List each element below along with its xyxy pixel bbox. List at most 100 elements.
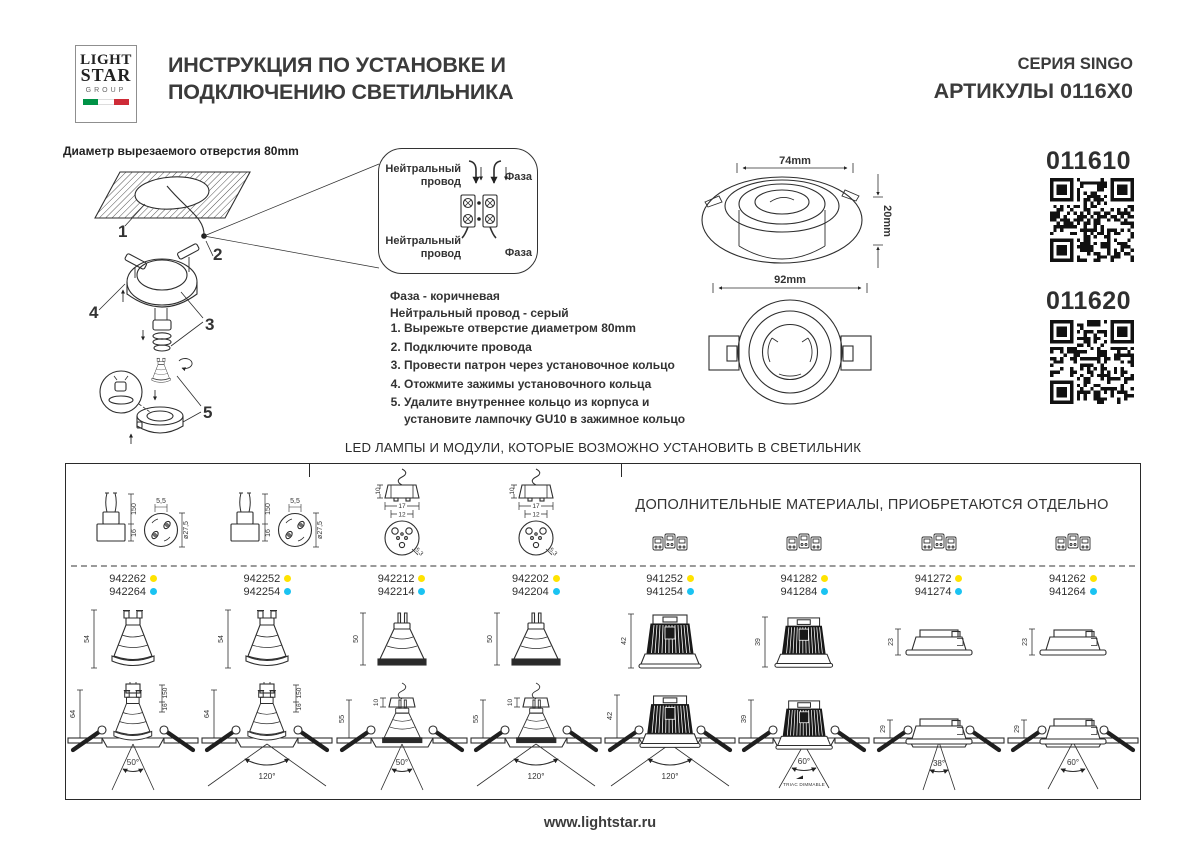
dim-label: 64 [202,710,211,718]
italian-flag-icon [83,99,129,105]
beam-angle-label: 60° [1067,758,1079,767]
lamp-column-7: 941272 941274 23 29 [872,464,1006,799]
lamp-drawing: 39 [755,616,834,668]
group-divider [621,464,622,477]
step-label-1: 1 [118,222,127,241]
article-pair: 942212 942214 [335,572,469,598]
article-pair: 942252 942254 [200,572,334,598]
dim-label: 50 [353,635,360,643]
lamp-article: 942212 [377,572,415,585]
series-block: СЕРИЯ SINGO АРТИКУЛЫ 0116X0 [934,55,1133,104]
dim-width-top: 74mm [779,155,811,167]
terminal-block-icon [460,194,498,239]
dim-label: 12 [532,512,540,519]
lamp-article: 942202 [512,572,549,585]
beam-angle-label: 60° [798,757,810,766]
dim-label: 10 [373,699,380,707]
wire-ends-icon [468,160,509,184]
lamp-article: 941282 [780,572,818,585]
step-label-4: 4 [89,303,99,322]
cyan-dot-icon [284,588,292,595]
yellow-dot-icon [149,575,157,582]
cyan-dot-icon [418,588,426,595]
dim-label: 23 [1022,638,1029,646]
cyan-dot-icon [552,588,560,595]
phase-label-bottom: Фаза [504,247,532,259]
dim-label: 64 [68,710,77,718]
installation-drawing: 150 16 64 120° [200,682,334,787]
article-pair: 941282 941284 [737,572,871,598]
page-title: ИНСТРУКЦИЯ ПО УСТАНОВКЕ И ПОДКЛЮЧЕНИЮ СВ… [168,52,514,106]
cyan-dot-icon [955,588,963,595]
connector-icon [786,533,822,551]
dim-label: 17 [398,503,406,510]
step-5: Удалите внутреннее кольцо из корпуса и у… [404,394,701,427]
socket-drawing: 150 16 5,5 ø27,5 [96,492,190,548]
lamp-drawing: 50 [487,612,561,666]
dim-label: 54 [218,635,225,643]
step-label-5: 5 [203,403,212,422]
lamp-article: 941262 [1049,572,1086,585]
article-pair: 942262 942264 [66,572,200,598]
article-pair: 941262 941264 [1006,572,1140,598]
lamps-table-title: LED ЛАМПЫ И МОДУЛИ, КОТОРЫЕ ВОЗМОЖНО УСТ… [344,440,862,455]
dim-label: 5,3 [413,547,424,558]
dim-label: ø27,5 [317,521,324,539]
wiring-diagram-box: Нейтральный провод Фаза Ней [378,148,538,274]
lamp-article: 942252 [243,572,281,585]
dim-label: 10 [375,487,382,495]
installation-drawing: 10 55 50° [335,682,469,791]
installation-steps: Вырежьте отверстие диаметром 80mm Подклю… [386,320,701,429]
beam-angle-label: 120° [662,772,679,781]
socket-drawing: 10 17 12 5,3 [509,468,558,558]
dashed-divider [71,565,1135,567]
phase-color-note: Фаза - коричневая [390,289,500,303]
article-pair: 941272 941274 [872,572,1006,598]
qr-code [1049,177,1135,263]
lamp-drawing: 54 [84,609,155,669]
article-number-011620: 011620 [1046,287,1132,315]
dim-height-side: 20mm [881,205,893,237]
lightstar-logo: LIGHT STAR GROUP [75,45,137,123]
lamp-column-2: 150 16 5,5 ø27,5 942252 942254 54 [200,464,334,799]
dim-label: 5,5 [291,498,301,505]
dim-label: 12 [398,512,406,519]
lamp-article: 941264 [1049,585,1086,598]
connector-icon [921,533,957,551]
yellow-dot-icon [284,575,292,582]
installation-drawing: 42 120° [603,694,737,787]
yellow-dot-icon [955,575,963,582]
neutral-color-note: Нейтральный провод - серый [390,306,569,320]
installation-drawing: 10 55 120° [469,682,603,787]
lamp-article: 942262 [109,572,146,585]
beam-angle-label: 120° [259,772,276,781]
dim-label: 29 [1014,725,1021,733]
article-number-011610: 011610 [1046,147,1132,175]
yellow-dot-icon [1089,575,1097,582]
installation-drawing: 29 60° [1006,718,1140,790]
extra-materials-title: ДОПОЛНИТЕЛЬНЫЕ МАТЕРИАЛЫ, ПРИОБРЕТАЮТСЯ … [635,497,1109,513]
lamps-table: ДОПОЛНИТЕЛЬНЫЕ МАТЕРИАЛЫ, ПРИОБРЕТАЮТСЯ … [65,463,1141,800]
connector-icon [1055,533,1091,551]
dim-label: 5,5 [156,498,166,505]
dim-label: 55 [337,715,346,723]
step-1: Вырежьте отверстие диаметром 80mm [404,320,701,337]
article-pair: 941252 941254 [603,572,737,598]
installation-drawing: TRIAC DIMMABLE 39 60° [737,699,871,789]
logo-light: LIGHT [80,52,132,68]
dim-label: 55 [471,715,480,723]
dim-label: 10 [507,699,514,707]
lamp-column-1: 150 16 5,5 ø27,5 942262 942264 54 [66,464,200,799]
dim-label: 150 [265,503,272,515]
article-pair: 942202 942204 [469,572,603,598]
lamp-article: 942264 [109,585,146,598]
beam-angle-label: 38° [933,759,945,768]
connector-icon [652,533,688,551]
l amp-article: 942254 [243,585,281,598]
dim-label: 16 [265,529,272,537]
neutral-label-top: Нейтральный провод [385,163,461,188]
logo-star: STAR [80,65,132,85]
dim-label: 50 [487,635,494,643]
series-label: СЕРИЯ SINGO [1017,55,1133,73]
